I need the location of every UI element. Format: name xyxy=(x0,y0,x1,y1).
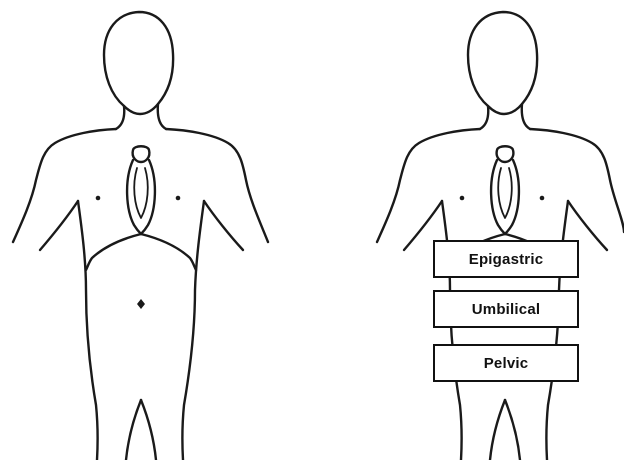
right-sternum-top xyxy=(497,146,514,162)
right-nipple-right xyxy=(540,196,545,201)
right-shoulder-right xyxy=(530,129,624,232)
left-umbilicus xyxy=(137,299,145,309)
left-inner-arm-right xyxy=(204,201,243,250)
left-nipple-left xyxy=(96,196,101,201)
left-torso-side-right xyxy=(182,201,204,460)
pelvic-label: Pelvic xyxy=(484,355,529,372)
right-nipple-left xyxy=(460,196,465,201)
right-neck-left xyxy=(480,106,488,129)
umbilical-label: Umbilical xyxy=(472,301,541,318)
umbilical-region-box: Umbilical xyxy=(433,290,579,328)
right-body-figure xyxy=(377,12,624,460)
left-head xyxy=(104,12,173,114)
pelvic-region-box: Pelvic xyxy=(433,344,579,382)
left-body-figure xyxy=(13,12,268,460)
right-neck-right xyxy=(522,104,530,129)
left-shoulder-right xyxy=(166,129,268,242)
left-torso-side-left xyxy=(78,201,98,460)
left-neck-left xyxy=(116,106,124,129)
left-inner-leg-right xyxy=(141,400,156,460)
left-inner-arm-left xyxy=(40,201,78,250)
right-sternum-body xyxy=(491,160,519,234)
left-inner-leg-left xyxy=(126,400,141,460)
left-costal-margin-left xyxy=(86,234,141,270)
left-neck-right xyxy=(158,104,166,129)
right-inner-leg-left xyxy=(490,400,505,460)
right-xiphoid-inner xyxy=(498,168,512,218)
epigastric-region-box: Epigastric xyxy=(433,240,579,278)
left-costal-margin-right xyxy=(141,234,196,270)
left-sternum-body xyxy=(127,160,155,234)
left-nipple-right xyxy=(176,196,181,201)
left-shoulder-left xyxy=(13,129,116,242)
epigastric-label: Epigastric xyxy=(469,251,544,268)
right-head xyxy=(468,12,537,114)
left-sternum-top xyxy=(133,146,150,162)
right-shoulder-left xyxy=(377,129,480,242)
left-xiphoid-inner xyxy=(134,168,148,218)
right-inner-leg-right xyxy=(505,400,520,460)
